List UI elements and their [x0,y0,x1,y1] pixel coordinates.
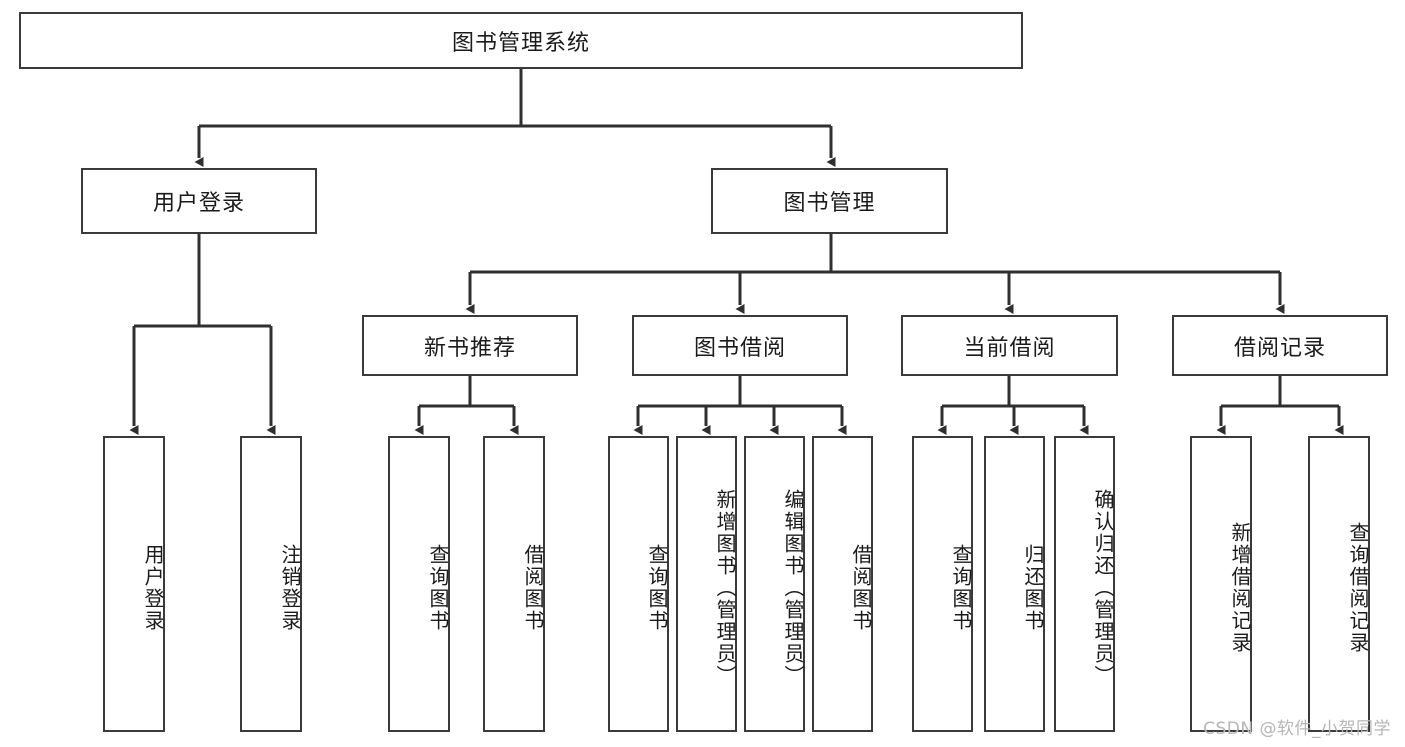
node-leaf-borrow-book-2[interactable]: 借阅图书 [812,436,873,732]
node-root[interactable]: 图书管理系统 [19,12,1023,69]
node-leaf-user-login-label: 用户登录 [141,544,165,632]
node-leaf-query-book-3[interactable]: 查询图书 [912,436,973,732]
node-leaf-borrow-book-1-label: 借阅图书 [521,544,545,632]
node-leaf-user-logout[interactable]: 注销登录 [240,436,302,732]
node-leaf-add-book[interactable]: 新增图书（管理员） [676,436,737,732]
node-current-borrow-label: 当前借阅 [963,335,1056,361]
node-user-login-label: 用户登录 [152,191,245,216]
node-leaf-query-book-2[interactable]: 查询图书 [608,436,669,732]
node-leaf-confirm-return-label: 确认归还（管理员） [1091,489,1115,687]
node-leaf-edit-book[interactable]: 编辑图书（管理员） [744,436,805,732]
node-leaf-return-book-label: 归还图书 [1021,544,1045,632]
node-leaf-query-record[interactable]: 查询借阅记录 [1308,436,1370,732]
node-leaf-add-record[interactable]: 新增借阅记录 [1190,436,1252,732]
node-leaf-return-book[interactable]: 归还图书 [984,436,1045,732]
node-borrow-record[interactable]: 借阅记录 [1172,315,1388,376]
node-leaf-add-book-label: 新增图书（管理员） [713,489,737,687]
node-book-manage-label: 图书管理 [783,191,876,216]
node-book-borrow-label: 图书借阅 [693,335,786,361]
node-new-book-recommend[interactable]: 新书推荐 [362,315,578,376]
node-leaf-query-book-3-label: 查询图书 [949,544,973,632]
node-user-login[interactable]: 用户登录 [81,168,317,234]
node-root-label: 图书管理系统 [451,30,590,56]
node-leaf-edit-book-label: 编辑图书（管理员） [781,489,805,687]
node-leaf-query-book-1-label: 查询图书 [426,544,450,632]
node-current-borrow[interactable]: 当前借阅 [901,315,1118,376]
node-leaf-user-login[interactable]: 用户登录 [103,436,165,732]
node-leaf-borrow-book-2-label: 借阅图书 [849,544,873,632]
node-leaf-confirm-return[interactable]: 确认归还（管理员） [1054,436,1115,732]
node-leaf-query-book-1[interactable]: 查询图书 [388,436,450,732]
node-leaf-borrow-book-1[interactable]: 借阅图书 [483,436,545,732]
node-leaf-query-record-label: 查询借阅记录 [1346,522,1370,654]
node-borrow-record-label: 借阅记录 [1233,335,1326,361]
node-book-borrow[interactable]: 图书借阅 [632,315,848,376]
node-book-manage[interactable]: 图书管理 [711,168,948,234]
node-leaf-user-logout-label: 注销登录 [278,544,302,632]
node-leaf-query-book-2-label: 查询图书 [645,544,669,632]
node-leaf-add-record-label: 新增借阅记录 [1228,522,1252,654]
node-new-book-recommend-label: 新书推荐 [423,335,516,361]
